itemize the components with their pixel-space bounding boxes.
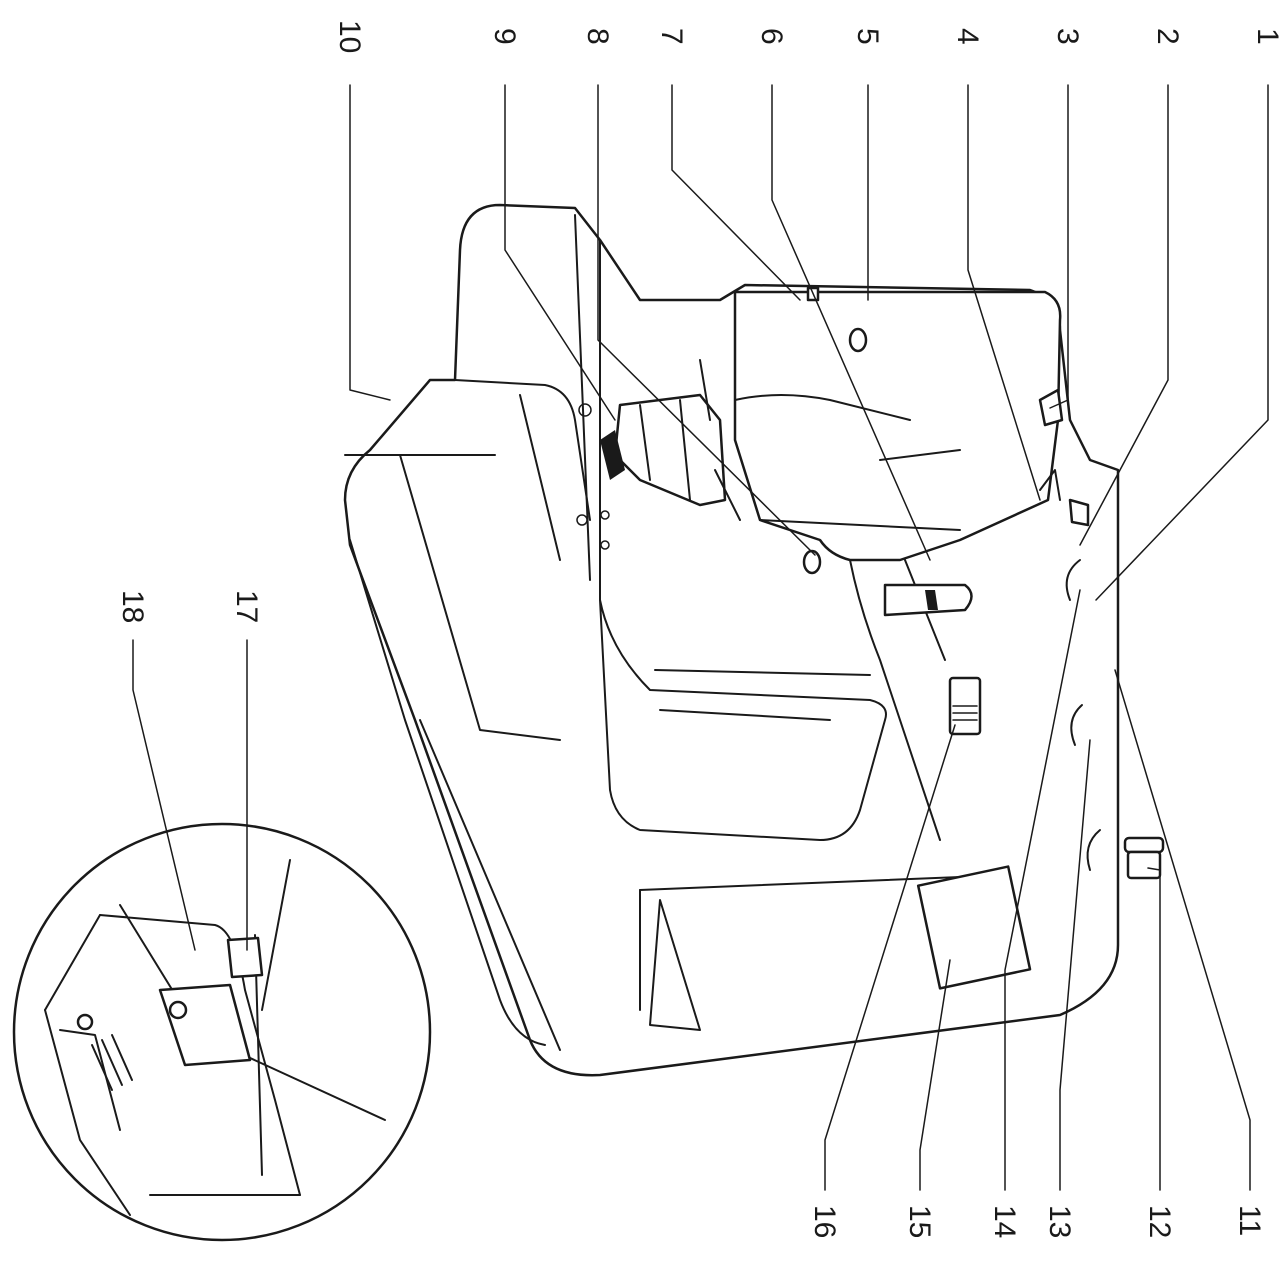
leader-lines: [132, 84, 1269, 1191]
callout-1: 1: [1251, 28, 1284, 45]
callout-6: 6: [755, 28, 788, 45]
callout-5: 5: [851, 28, 884, 45]
machine-body: [343, 203, 1165, 1077]
callout-10: 10: [333, 20, 366, 53]
callout-11: 11: [1233, 1205, 1266, 1236]
inset-detail: [12, 822, 432, 1242]
callout-2: 2: [1151, 28, 1184, 45]
knob-12: [1123, 836, 1165, 880]
callout-4: 4: [951, 28, 984, 45]
callout-12: 12: [1143, 1205, 1176, 1238]
callout-8: 8: [581, 28, 614, 45]
callout-labels: 1 2 3 4 5 6 7 8 9 10 11 12 13 14 15 16 1…: [116, 20, 1284, 1238]
callout-17: 17: [230, 590, 263, 623]
presser-foot-area: [600, 359, 741, 521]
callout-3: 3: [1051, 28, 1084, 45]
callout-13: 13: [1043, 1205, 1076, 1238]
callout-15: 15: [903, 1205, 936, 1238]
callout-18: 18: [116, 590, 149, 623]
callout-14: 14: [988, 1205, 1021, 1238]
callout-9: 9: [488, 28, 521, 45]
callout-16: 16: [808, 1205, 841, 1238]
callout-7: 7: [655, 28, 688, 45]
